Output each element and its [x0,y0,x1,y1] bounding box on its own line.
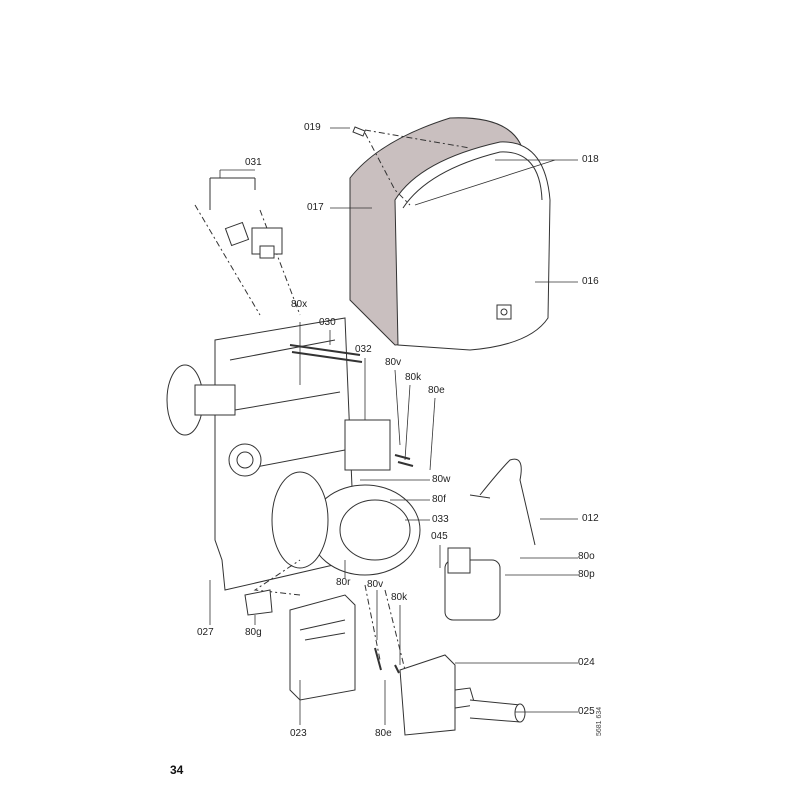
part-label-023: 023 [290,728,307,739]
part-label-030: 030 [319,317,336,328]
part-label-80r: 80r [336,577,351,588]
part-label-80k-top: 80k [405,372,422,383]
part-label-019: 019 [304,122,321,133]
part-label-80o: 80o [578,551,595,562]
part-label-80v-bottom: 80v [367,579,384,590]
part-label-80k-bottom: 80k [391,592,408,603]
part-label-033: 033 [432,514,449,525]
part-label-80e-bottom: 80e [375,728,392,739]
screw-019 [352,126,366,137]
part-label-80f: 80f [432,494,446,505]
part-025 [469,699,521,723]
housing-024 [399,654,456,736]
part-label-80w: 80w [432,474,451,485]
part-label-018: 018 [582,154,599,165]
part-label-80p: 80p [578,569,595,580]
part-label-025: 025 [578,706,595,717]
part-label-045: 045 [431,531,448,542]
part-label-032: 032 [355,344,372,355]
part-label-024: 024 [578,657,595,668]
part-label-80v-top: 80v [385,357,402,368]
drawing-code: 5681 634 [596,706,603,736]
part-label-017: 017 [307,202,324,213]
hood-front-016 [394,141,551,351]
part-label-031: 031 [245,157,262,168]
page-number: 34 [170,763,184,777]
part-label-80e-top: 80e [428,385,445,396]
part-label-80g: 80g [245,627,262,638]
part-label-016: 016 [582,276,599,287]
part-label-027: 027 [197,627,214,638]
ignition-032 [344,419,391,471]
part-label-012: 012 [582,513,599,524]
hood-window [496,304,512,320]
oil-pump [444,559,501,621]
part-label-80x: 80x [291,299,308,310]
